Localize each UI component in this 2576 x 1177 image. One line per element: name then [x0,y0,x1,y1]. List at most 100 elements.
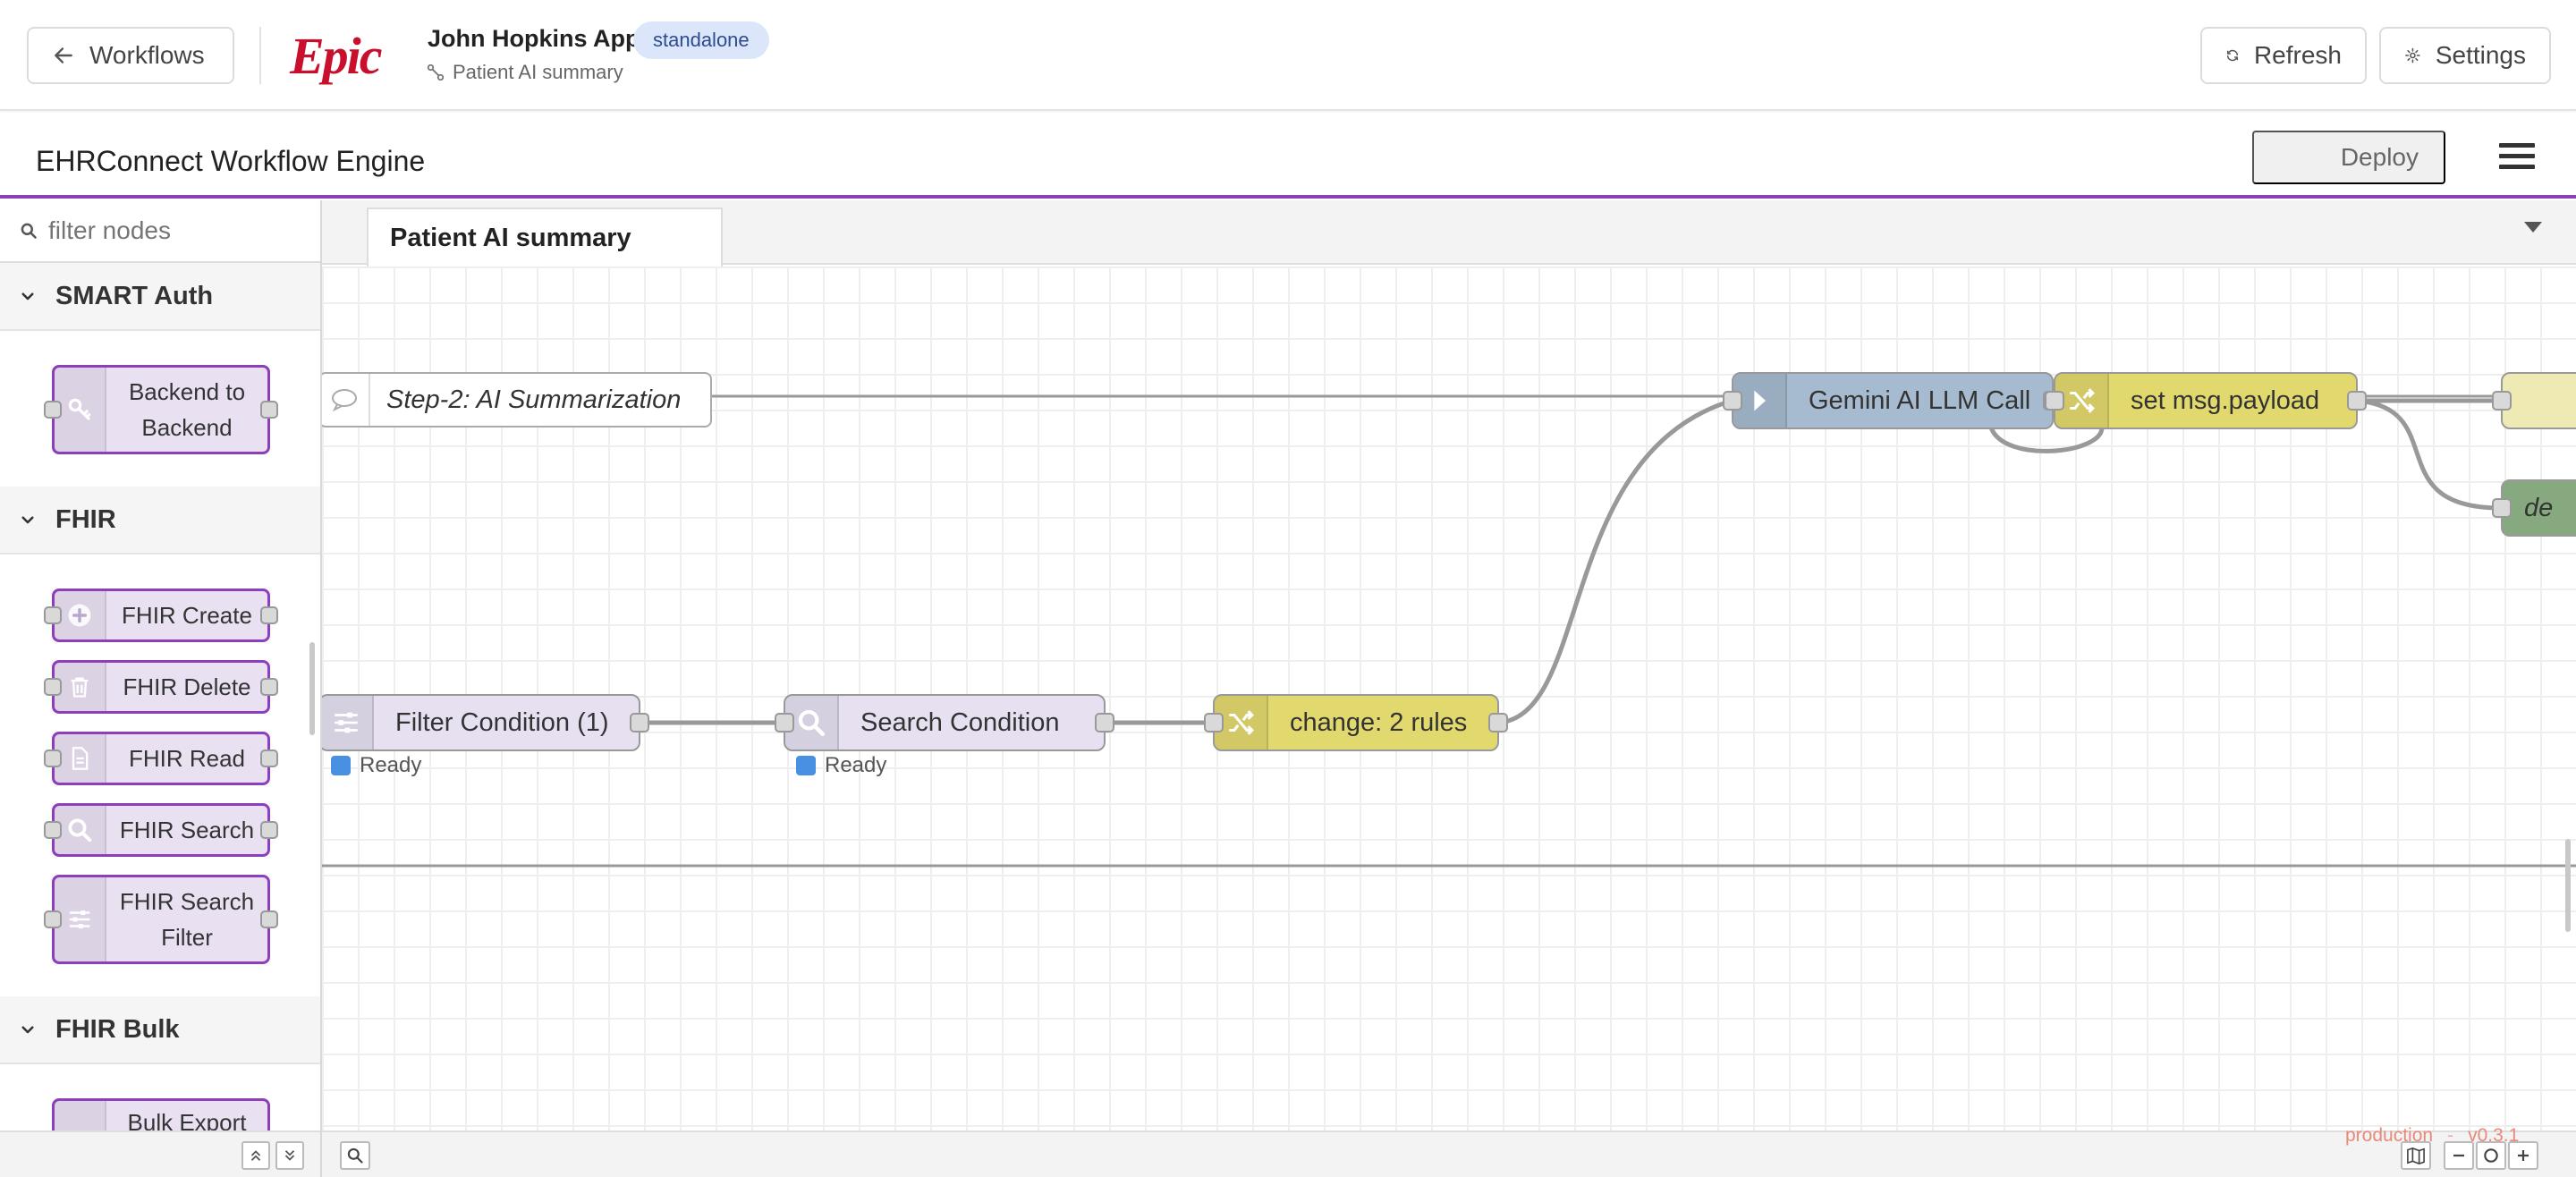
input-port [44,749,62,767]
zoom-in-icon[interactable] [2508,1141,2538,1170]
collapse-all-icon[interactable] [242,1141,270,1170]
node-label: Filter Condition (1) [395,707,609,737]
output-port[interactable] [630,713,649,732]
status-indicator [796,756,816,775]
palette-scrollbar[interactable] [309,642,315,735]
node-set-msg-payload[interactable]: set msg.payload [2045,372,2367,429]
node-change-rules[interactable]: change: 2 rules [1204,694,1508,751]
editor-title: EHRConnect Workflow Engine [36,145,426,177]
refresh-icon [2226,49,2239,62]
status-text: Ready [360,753,422,777]
tab-patient-ai-summary[interactable]: Patient AI summary [367,207,723,267]
zoom-reset-icon[interactable] [2476,1141,2506,1170]
wire [1988,426,2105,453]
output-port[interactable] [1095,713,1114,732]
launch-mode-badge: standalone [633,21,769,59]
expand-all-icon[interactable] [275,1141,304,1170]
output-port [260,606,278,624]
back-to-workflows-button[interactable]: Workflows [27,27,234,84]
palette-category-smart-auth[interactable]: SMART Auth [0,263,320,331]
status-text: Ready [825,753,887,777]
node-label: de [2524,493,2554,522]
status-indicator [331,756,351,775]
palette-node-label: FHIR Search Filter [119,888,255,951]
workspace-footer: production - v0.3.1 [322,1125,2576,1177]
current-flow-subtitle: Patient AI summary [426,61,623,84]
trash-icon [55,663,106,711]
node-offscreen-change[interactable] [2492,372,2576,429]
environment-label: production [2345,1125,2434,1146]
canvas-scrollbar[interactable] [2565,839,2571,932]
flow-canvas[interactable]: Step-2: AI Summarization Filter Conditio… [322,267,2576,1130]
refresh-button[interactable]: Refresh [2200,27,2367,84]
navigator-map-icon[interactable] [2401,1141,2431,1170]
palette-node-fhir-create[interactable]: FHIR Create [44,588,278,642]
output-port [260,678,278,696]
deploy-button[interactable]: Deploy [2252,131,2445,184]
node-debug[interactable]: de [2492,479,2576,537]
palette-node-label: Backend to Backend [128,378,246,441]
chevron-down-icon [21,292,34,301]
input-port[interactable] [775,713,794,732]
wire [1498,398,1733,725]
output-port [260,910,278,928]
workspace: Patient AI summary Step-2: AI Summarizat… [322,200,2576,1177]
comment-label: Step-2: AI Summarization [386,385,682,414]
output-port [260,749,278,767]
palette-node-fhir-delete[interactable]: FHIR Delete [44,660,278,714]
shuffle-icon [1215,696,1268,749]
node-status: Ready [796,753,886,778]
category-label: FHIR [55,504,116,534]
node-filter-condition[interactable]: Filter Condition (1) [322,694,649,751]
palette-footer [0,1130,320,1177]
palette-node-backend-to-backend[interactable]: Backend to Backend [44,365,278,454]
node-label: set msg.payload [2131,385,2320,415]
filter-nodes-input[interactable] [48,216,317,245]
flow-wires [322,394,2576,868]
palette-category-fhir-bulk[interactable]: FHIR Bulk [0,996,320,1064]
main-menu-hamburger-icon[interactable] [2499,143,2535,170]
arrow-left-icon [55,47,72,64]
document-icon [55,734,106,783]
chevron-down-icon [21,1026,34,1034]
chevron-down-icon [21,516,34,524]
app-header: Workflows Epic John Hopkins App standalo… [0,0,2576,111]
editor-header: EHRConnect Workflow Engine Deploy [0,113,2576,199]
output-port[interactable] [1488,713,1508,732]
palette-category-fhir[interactable]: FHIR [0,487,320,555]
epic-logo: Epic [290,26,383,85]
zoom-out-icon[interactable] [2444,1141,2474,1170]
comment-step-2[interactable]: Step-2: AI Summarization [322,372,712,428]
input-port[interactable] [2045,391,2064,411]
category-label: SMART Auth [55,281,214,310]
workflow-icon [427,64,445,81]
tab-label: Patient AI summary [390,223,631,252]
palette-node-fhir-search[interactable]: FHIR Search [44,803,278,857]
palette-node-label: FHIR Search [119,817,255,843]
node-label: Search Condition [860,707,1060,737]
input-port[interactable] [2492,498,2512,518]
input-port [44,910,62,928]
palette-node-fhir-search-filter[interactable]: FHIR Search Filter [44,875,278,964]
deploy-label: Deploy [2340,143,2419,171]
node-search-condition[interactable]: Search Condition [775,694,1114,751]
plus-circle-icon [55,591,106,639]
input-port[interactable] [1204,713,1224,732]
settings-button[interactable]: Settings [2379,27,2551,84]
palette-search [0,200,320,263]
input-port[interactable] [1723,391,1742,411]
input-port[interactable] [2492,391,2512,411]
search-flows-icon[interactable] [340,1141,370,1170]
back-button-label: Workflows [89,41,205,69]
category-label: FHIR Bulk [55,1014,180,1044]
node-gemini-llm-call[interactable]: Gemini AI LLM Call [1723,372,2063,429]
refresh-label: Refresh [2253,41,2342,69]
output-port[interactable] [2347,391,2367,411]
palette-node-fhir-read[interactable]: FHIR Read [44,732,278,785]
palette-node-label: FHIR Create [122,602,252,629]
wire [2357,398,2502,511]
tab-menu-caret-icon[interactable] [2524,222,2542,233]
environment-version: production - v0.3.1 [2345,1125,2520,1146]
app-name: John Hopkins App [428,25,640,52]
gear-icon [2405,47,2420,64]
